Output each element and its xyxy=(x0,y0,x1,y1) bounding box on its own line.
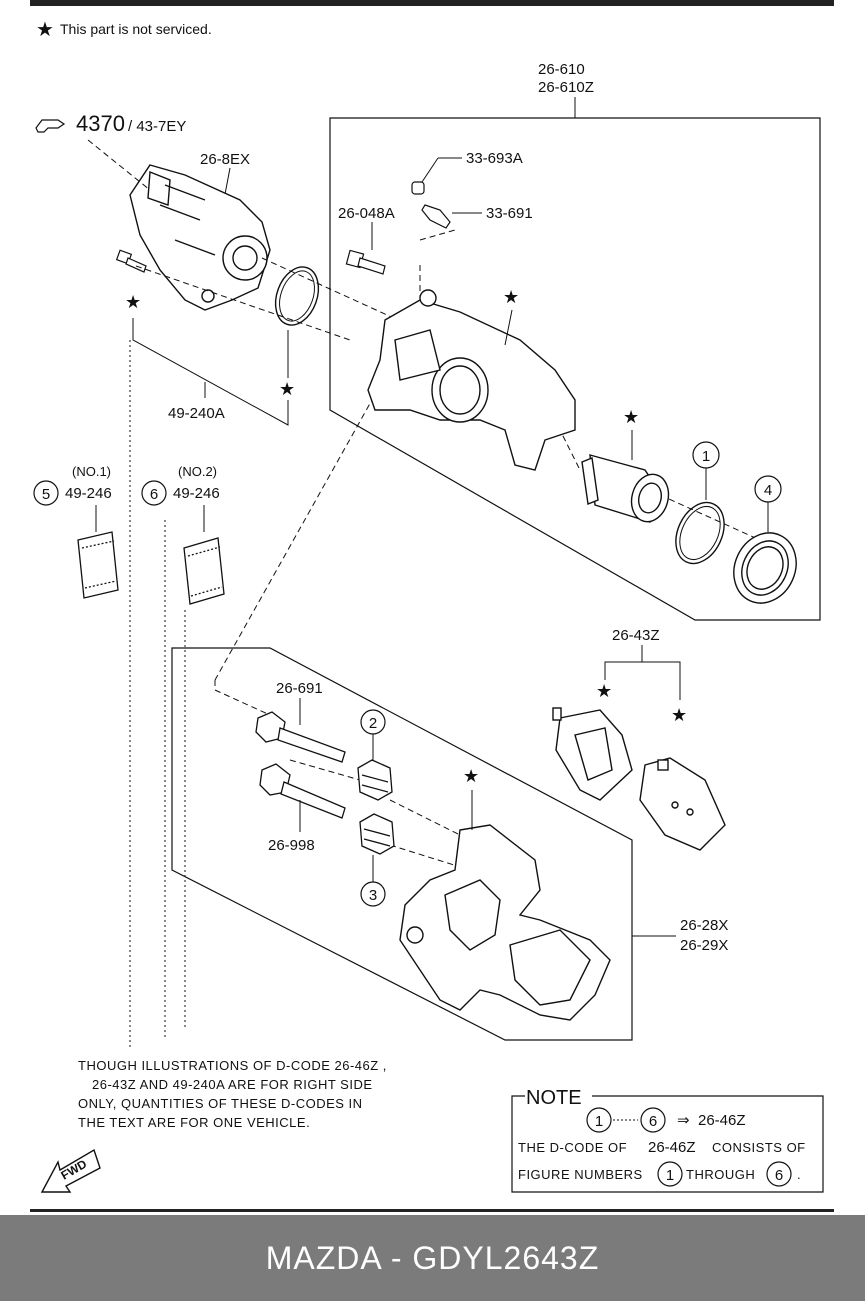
guide-boot-2[interactable] xyxy=(357,759,393,801)
label-guide-pin-2: 26-998 xyxy=(268,837,315,854)
circled-1: 1 xyxy=(702,448,710,465)
star-piston: ★ xyxy=(623,407,639,427)
note-range-from: 1 xyxy=(595,1113,603,1130)
guide-pin-1[interactable] xyxy=(255,711,346,763)
brake-pad-outer[interactable] xyxy=(639,757,726,851)
star-bracket: ★ xyxy=(463,766,479,786)
circled-5: 5 xyxy=(42,486,50,503)
disclaimer-line-1: THOUGH ILLUSTRATIONS OF D-CODE 26-46Z , xyxy=(78,1058,387,1073)
label-bleeder-screw: 33-691 xyxy=(486,205,533,222)
label-bleeder-cap: 33-693A xyxy=(466,150,523,167)
brake-pad-inner[interactable] xyxy=(552,707,633,801)
disclaimer-line-4: THE TEXT ARE FOR ONE VEHICLE. xyxy=(78,1115,310,1130)
label-pad-set: 26-43Z xyxy=(612,627,660,644)
caliper-bolt[interactable] xyxy=(345,249,386,275)
star-pad-outer: ★ xyxy=(671,705,687,725)
ref-main[interactable]: 4370 xyxy=(76,111,125,136)
motor-bolt[interactable] xyxy=(115,249,147,273)
label-caliper-assy-2: 26-610Z xyxy=(538,79,594,96)
guide-boot-3[interactable] xyxy=(359,813,395,855)
label-guide-pin-1: 26-691 xyxy=(276,680,323,697)
label-motor: 26-8EX xyxy=(200,151,250,168)
circled-4: 4 xyxy=(764,482,772,499)
dust-boot[interactable] xyxy=(723,523,808,614)
note-line2-b: THROUGH xyxy=(686,1167,755,1182)
motor-o-ring[interactable] xyxy=(268,261,326,331)
circled-3: 3 xyxy=(369,887,377,904)
bleeder-screw[interactable] xyxy=(421,204,451,229)
note-line2-a: FIGURE NUMBERS xyxy=(518,1167,643,1182)
footer-title: MAZDA - GDYL2643Z xyxy=(265,1240,600,1276)
no1-code: 49-246 xyxy=(65,485,112,502)
note-box xyxy=(511,1095,824,1193)
guide-pin-2[interactable] xyxy=(259,763,346,819)
star-motor-bolt: ★ xyxy=(125,292,141,312)
pointing-hand-icon xyxy=(35,119,66,133)
ref-sub: / 43-7EY xyxy=(128,118,186,135)
no2-code: 49-246 xyxy=(173,485,220,502)
bottom-rule xyxy=(30,1209,834,1212)
note-line2-c: . xyxy=(797,1167,801,1182)
grease-packet-1[interactable] xyxy=(77,531,119,599)
note-range-code: 26-46Z xyxy=(698,1112,746,1129)
caliper-bracket[interactable] xyxy=(399,824,611,1021)
note-arrow: ⇒ xyxy=(677,1112,690,1129)
grease-packet-2[interactable] xyxy=(183,537,225,605)
footer-bar xyxy=(0,1215,865,1301)
circled-2: 2 xyxy=(369,715,377,732)
not-serviced-note: This part is not serviced. xyxy=(60,21,212,37)
star-o-ring: ★ xyxy=(279,379,295,399)
label-bolt: 26-048A xyxy=(338,205,395,222)
disclaimer-line-3: ONLY, QUANTITIES OF THESE D-CODES IN xyxy=(78,1096,363,1111)
caliper-piston[interactable] xyxy=(581,454,674,526)
label-seal-kit: 49-240A xyxy=(168,405,225,422)
caliper-assy-frame xyxy=(329,117,821,621)
not-serviced-star: ★ xyxy=(36,19,54,41)
parts-diagram: ★ This part is not serviced. 4370 / 43-7… xyxy=(33,19,824,1193)
top-rule xyxy=(30,0,834,6)
label-caliper-assy-1: 26-610 xyxy=(538,61,585,78)
label-bracket-1: 26-28X xyxy=(680,917,728,934)
star-caliper: ★ xyxy=(503,287,519,307)
caliper-body[interactable] xyxy=(367,289,576,471)
note-circled-1: 1 xyxy=(666,1167,674,1184)
label-bracket-2: 26-29X xyxy=(680,937,728,954)
piston-seal[interactable] xyxy=(667,495,734,572)
disclaimer-line-2: 26-43Z AND 49-240A ARE FOR RIGHT SIDE xyxy=(92,1077,373,1092)
note-range-to: 6 xyxy=(649,1113,657,1130)
note-title: NOTE xyxy=(526,1087,582,1109)
note-line1-b: 26-46Z xyxy=(648,1139,696,1156)
star-pad-inner: ★ xyxy=(596,681,612,701)
parking-motor[interactable] xyxy=(129,164,271,311)
note-line1-a: THE D-CODE OF xyxy=(518,1140,627,1155)
note-line1-c: CONSISTS OF xyxy=(712,1140,806,1155)
circled-6: 6 xyxy=(150,486,158,503)
no1-tag: (NO.1) xyxy=(72,464,111,479)
fwd-arrow-icon xyxy=(40,1148,101,1193)
bracket-frame xyxy=(171,647,633,1041)
no2-tag: (NO.2) xyxy=(178,464,217,479)
bleeder-cap[interactable] xyxy=(411,181,425,195)
note-circled-6: 6 xyxy=(775,1167,783,1184)
